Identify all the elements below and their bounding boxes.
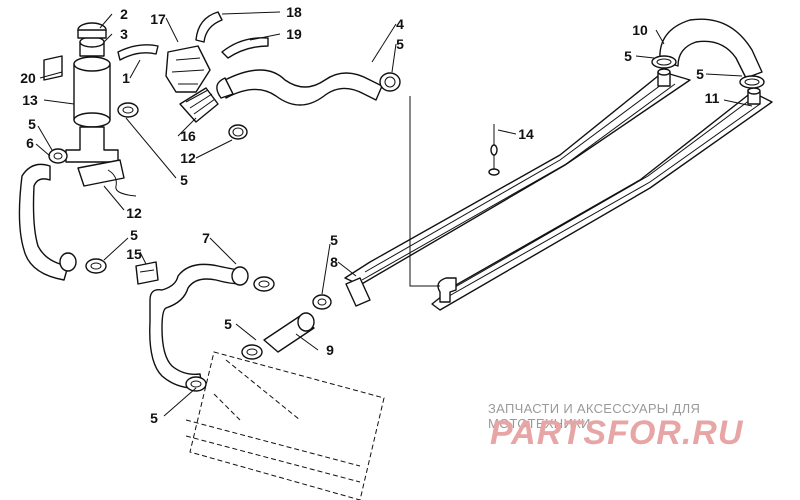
callout-8: 8	[330, 254, 338, 270]
watermark-logo: PARTSFOR.RU	[490, 414, 744, 452]
label-13	[43, 55, 63, 81]
callout-16: 16	[180, 128, 196, 144]
clamp-5	[241, 344, 263, 360]
callout-5: 5	[130, 227, 138, 243]
callout-17: 17	[150, 11, 166, 27]
coolant-reservoir-20	[73, 22, 111, 128]
hose-7-end	[231, 266, 249, 286]
hose-6-end	[59, 252, 77, 272]
clamp-5	[185, 376, 207, 392]
hose-routing-line	[409, 96, 440, 287]
callout-5: 5	[180, 172, 188, 188]
callout-19: 19	[286, 26, 302, 42]
thermostat-housing-17	[165, 45, 211, 93]
clamp-5	[739, 75, 765, 89]
callout-5: 5	[150, 410, 158, 426]
callout-6: 6	[26, 135, 34, 151]
callout-11: 11	[705, 90, 720, 106]
radiator-8	[344, 68, 691, 307]
clamp-15	[135, 261, 159, 285]
callout-14: 14	[518, 126, 534, 142]
bracket-12	[77, 159, 137, 197]
callout-5: 5	[28, 116, 36, 132]
clamp-12	[228, 124, 248, 140]
hose-4	[224, 69, 383, 106]
callout-3: 3	[120, 26, 128, 42]
radiator-outlet-elbow	[437, 277, 457, 303]
hose-1	[117, 44, 159, 61]
clamp-5	[117, 102, 139, 118]
clamp-5	[48, 148, 68, 164]
callout-labels: 2 3 17 18 19 1 20 13 5 6 4 5 10 5 5 11 1…	[20, 4, 719, 426]
callout-5: 5	[330, 232, 338, 248]
clamp-5	[312, 294, 332, 310]
callout-5: 5	[624, 48, 632, 64]
callout-5: 5	[396, 36, 404, 52]
callout-13: 13	[22, 92, 38, 108]
callout-20: 20	[20, 70, 36, 86]
clamp-5	[253, 276, 275, 292]
callout-12: 12	[126, 205, 142, 221]
callout-4: 4	[396, 16, 404, 32]
callout-18: 18	[286, 4, 302, 20]
clamp-5	[379, 72, 401, 92]
bleed-valve-14	[488, 124, 500, 176]
hose-19	[221, 37, 269, 59]
watermark-tagline: ЗАПЧАСТИ И АКСЕССУАРЫ ДЛЯ МОТОТЕХНИКИ	[488, 401, 701, 431]
leader-lines	[35, 11, 753, 417]
hose-9-end	[297, 312, 315, 332]
ribbed-hose-16	[179, 87, 219, 123]
clamp-5	[85, 258, 107, 274]
hose-10	[659, 18, 763, 79]
routing-line	[213, 393, 241, 421]
callout-1: 1	[122, 70, 130, 86]
callout-12: 12	[180, 150, 196, 166]
callout-5: 5	[696, 66, 704, 82]
callout-15: 15	[126, 246, 142, 262]
engine-plate	[185, 351, 385, 500]
callout-9: 9	[326, 342, 334, 358]
callout-7: 7	[202, 230, 210, 246]
routing-line	[225, 359, 301, 421]
callout-2: 2	[120, 6, 128, 22]
filler-neck	[65, 126, 119, 163]
callout-5: 5	[224, 316, 232, 332]
hose-6	[18, 163, 69, 281]
hose-18	[195, 11, 223, 43]
callout-10: 10	[632, 22, 648, 38]
clamp-5	[651, 55, 677, 69]
radiator-11	[431, 87, 773, 311]
hose-4-end	[216, 77, 234, 99]
